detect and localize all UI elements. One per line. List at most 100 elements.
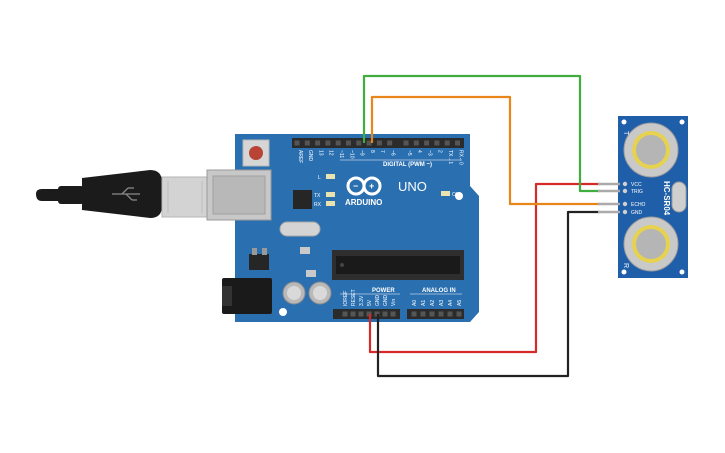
digital-pin-hole[interactable] <box>335 140 341 146</box>
analog-pin-label: A1 <box>421 300 427 306</box>
small-component <box>306 270 316 277</box>
digital-pin-hole[interactable] <box>455 140 460 146</box>
receiver-transducer <box>623 216 679 272</box>
led-rx <box>326 201 335 206</box>
digital-pin-hole[interactable] <box>403 140 409 146</box>
sensor-model-label: HC-SR04 <box>662 181 671 216</box>
power-pin-label: 5V <box>367 299 373 306</box>
regulator <box>249 254 269 270</box>
brand-label: ARDUINO <box>345 198 382 207</box>
analog-pin-hole[interactable] <box>438 311 444 317</box>
usb-chip <box>293 190 312 209</box>
analog-header <box>407 309 464 319</box>
arduino-logo-icon <box>346 176 382 196</box>
digital-pin-hole[interactable] <box>304 140 310 146</box>
digital-pin-label: RX←0 <box>457 150 463 165</box>
wire-pin9-echo[interactable] <box>370 95 600 206</box>
mounting-hole <box>621 119 627 125</box>
analog-pin-hole[interactable] <box>429 311 435 317</box>
mounting-hole <box>279 308 287 316</box>
power-pin-label: 3.3V <box>359 295 365 306</box>
digital-section-label: DIGITAL (PWM ~) <box>383 162 432 168</box>
power-jack <box>222 278 272 314</box>
sensor-pin-label: ECHO <box>631 202 646 208</box>
digital-pin-label: ~11 <box>338 150 344 158</box>
mounting-hole <box>679 119 685 125</box>
digital-pin-label: GND <box>307 150 313 162</box>
analog-section-label: ANALOG IN <box>422 288 456 294</box>
power-pin-hole[interactable] <box>390 311 396 317</box>
analog-pin-hole[interactable] <box>447 311 453 317</box>
power-pin-label: Vin <box>391 299 397 306</box>
digital-pin-label: ~10 <box>348 150 354 159</box>
digital-pin-hole[interactable] <box>315 140 321 146</box>
power-pin-label: IOREF <box>343 291 349 306</box>
reset-button-cap <box>249 146 263 160</box>
digital-pin-hole[interactable] <box>376 140 382 146</box>
logo-minus: − <box>353 181 358 191</box>
sensor-pin-label: TRIG <box>631 189 643 195</box>
wire-pin10-trig[interactable] <box>362 74 600 193</box>
power-pin-label: GND <box>383 295 389 307</box>
power-pin-hole[interactable] <box>350 311 356 317</box>
model-label: UNO <box>398 179 427 194</box>
logo-plus: + <box>369 181 374 191</box>
usb-cable-strain-relief <box>58 186 84 204</box>
digital-pin-hole[interactable] <box>325 140 331 146</box>
digital-pin-label: ~5 <box>406 150 412 156</box>
mounting-hole <box>455 192 463 200</box>
microcontroller-chip <box>336 256 460 274</box>
analog-pin-hole[interactable] <box>456 311 462 317</box>
analog-pin-label: A0 <box>412 300 418 306</box>
led-tx <box>326 192 335 197</box>
transmitter-transducer <box>623 122 679 178</box>
sensor-pin-label: GND <box>631 210 643 216</box>
sensor-pin[interactable] <box>622 209 628 215</box>
digital-pin-hole[interactable] <box>413 140 419 146</box>
wire-gnd-gnd[interactable] <box>376 210 600 378</box>
digital-pin-hole[interactable] <box>366 140 372 146</box>
mounting-hole <box>679 269 685 275</box>
power-pin-hole[interactable] <box>358 311 364 317</box>
digital-pin-label: 2 <box>437 150 443 153</box>
digital-pin-label: 7 <box>379 150 385 153</box>
digital-pin-hole[interactable] <box>346 140 351 146</box>
digital-pin-label: ~3 <box>426 150 432 156</box>
analog-pin-hole[interactable] <box>420 311 426 317</box>
digital-pin-label: 4 <box>416 150 422 153</box>
power-pin-hole[interactable] <box>382 311 388 317</box>
digital-pin-hole[interactable] <box>294 140 300 146</box>
small-component <box>300 247 310 254</box>
usb-symbol-icon <box>112 187 140 201</box>
sensor-pin[interactable] <box>622 181 628 187</box>
sensor-pin[interactable] <box>622 201 628 207</box>
power-section-label: POWER <box>372 288 395 294</box>
digital-pin-label: AREF <box>297 150 303 163</box>
sensor-pin[interactable] <box>622 188 628 194</box>
wire-5v-vcc[interactable] <box>368 182 600 354</box>
digital-pin-hole[interactable] <box>434 140 440 146</box>
usb-cable-tail <box>36 189 60 201</box>
led-l-label: L <box>318 175 321 181</box>
transmitter-mark: T <box>622 131 629 136</box>
digital-pin-hole[interactable] <box>424 140 430 146</box>
led-on <box>441 191 450 196</box>
wires <box>362 74 600 378</box>
led-tx-label: TX <box>314 193 321 199</box>
digital-pin-label: ~6 <box>390 150 396 156</box>
analog-pin-label: A3 <box>439 300 445 306</box>
digital-pin-hole[interactable] <box>387 140 393 146</box>
digital-pin-label: TX→1 <box>447 150 453 164</box>
usb-cable <box>36 170 209 218</box>
power-pin-hole[interactable] <box>342 311 348 317</box>
digital-pin-hole[interactable] <box>444 140 450 146</box>
digital-pin-hole[interactable] <box>356 140 362 146</box>
sensor-pin-label: VCC <box>631 182 642 188</box>
sensor-pin-stubs <box>598 182 620 214</box>
digital-pin-label: 8 <box>369 150 375 153</box>
digital-pin-label: 13 <box>317 150 323 156</box>
analog-pin-hole[interactable] <box>411 311 417 317</box>
